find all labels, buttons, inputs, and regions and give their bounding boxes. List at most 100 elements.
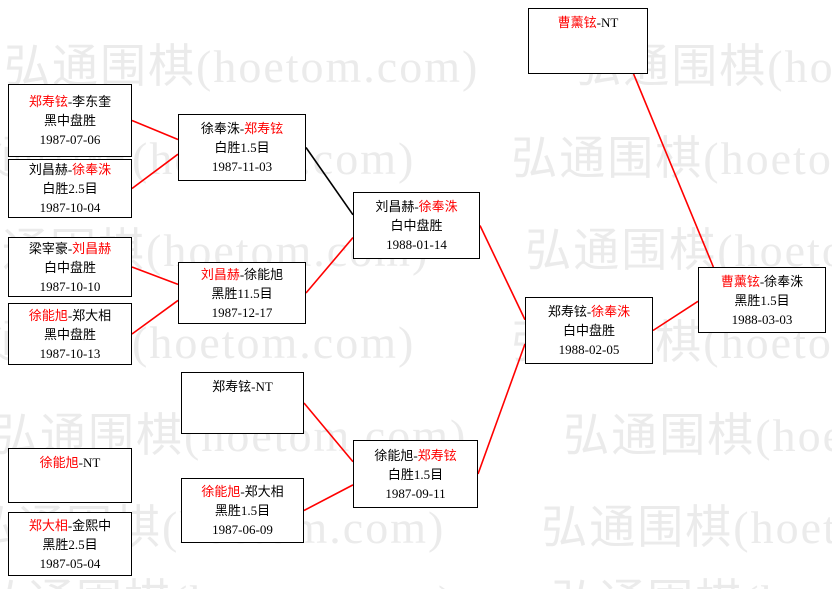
players-separator: - <box>67 307 73 323</box>
player-2-name: 金熙中 <box>72 517 112 533</box>
match-players: 徐能旭-NT <box>40 453 101 472</box>
match-date: 1987-10-13 <box>39 345 101 361</box>
match-date: 1987-06-09 <box>212 522 273 537</box>
player-2-name: 郑大相 <box>72 307 112 323</box>
players-separator: - <box>414 199 419 214</box>
match-box-m14: 曹薰铉-NT <box>528 8 648 74</box>
player-1-name: 梁宰豪 <box>28 240 68 256</box>
match-date: 1988-01-14 <box>386 237 447 252</box>
players-separator: - <box>596 15 601 30</box>
match-box-m11: 刘昌赫-徐奉洙白中盘胜 1988-01-14 <box>353 192 480 259</box>
match-box-m10: 徐能旭-郑大相黑胜1.5目 1987-06-09 <box>181 478 304 543</box>
player-1-name: 徐能旭 <box>374 447 414 463</box>
match-result: 白中盘胜 <box>43 259 96 275</box>
match-players: 刘昌赫-徐奉洙 <box>375 197 457 216</box>
players-separator: - <box>759 273 765 289</box>
players-separator: - <box>413 447 418 463</box>
player-2-name: 郑大相 <box>244 484 284 499</box>
match-players: 曹薰铉-NT <box>558 13 619 32</box>
match-date: 1988-02-05 <box>558 342 620 357</box>
watermark-text: 弘通围棋(hoetom.com) 弘通围棋(hoetom.com) <box>0 502 832 553</box>
match-players: 郑寿铉-李东奎 <box>29 92 111 111</box>
player-1-name: 徐奉洙 <box>200 121 240 136</box>
match-result: 白胜2.5目 <box>42 181 98 196</box>
match-date: 1988-03-03 <box>731 311 793 327</box>
players-separator: - <box>240 484 245 499</box>
player-2-name: NT <box>601 15 619 30</box>
match-date: 1987-11-03 <box>211 159 273 174</box>
match-players: 曹薰铉-徐奉洙 <box>721 272 803 291</box>
match-box-m7: 徐奉洙-郑寿铉白胜1.5目 1987-11-03 <box>178 114 306 181</box>
match-result: 黑中盘胜 <box>43 326 96 342</box>
match-players: 徐能旭-郑寿铉 <box>374 446 456 465</box>
match-players: 刘昌赫-徐能旭 <box>201 265 283 284</box>
match-date: 1987-10-10 <box>39 278 101 294</box>
player-1-name: 徐能旭 <box>28 307 68 323</box>
match-box-m2: 刘昌赫-徐奉洙白胜2.5目 1987-10-04 <box>8 159 132 218</box>
player-1-name: 徐能旭 <box>39 455 79 470</box>
player-2-name: 李东奎 <box>72 94 112 109</box>
match-players: 徐能旭-郑大相 <box>201 482 283 501</box>
player-1-name: 郑大相 <box>28 517 68 533</box>
player-1-name: 刘昌赫 <box>28 162 68 177</box>
player-1-name: 郑寿铉 <box>547 304 587 319</box>
player-1-name: 郑寿铉 <box>212 379 252 394</box>
match-players: 徐能旭-郑大相 <box>29 306 111 325</box>
player-1-name: 郑寿铉 <box>28 94 68 109</box>
match-result: 黑胜1.5目 <box>734 292 790 308</box>
players-separator: - <box>67 162 73 177</box>
player-1-name: 刘昌赫 <box>200 266 240 282</box>
match-result: 黑胜1.5目 <box>214 503 271 518</box>
match-date: 1987-05-04 <box>39 555 101 571</box>
match-result: 白中盘胜 <box>562 323 615 338</box>
players-separator: - <box>67 240 73 256</box>
match-date: 1987-10-04 <box>39 200 101 215</box>
players-separator: - <box>78 455 83 470</box>
match-players: 郑大相-金熙中 <box>29 516 111 535</box>
players-separator: - <box>586 304 592 319</box>
match-box-m13: 郑寿铉-徐奉洙白中盘胜 1988-02-05 <box>525 297 653 364</box>
player-2-name: 郑寿铉 <box>244 121 284 136</box>
player-1-name: 曹薰铉 <box>720 273 760 289</box>
match-result: 白胜1.5目 <box>387 466 444 482</box>
player-1-name: 徐能旭 <box>201 484 241 499</box>
player-2-name: 刘昌赫 <box>72 240 112 256</box>
player-2-name: 徐奉洙 <box>591 304 631 319</box>
player-2-name: NT <box>83 455 101 470</box>
player-2-name: 徐能旭 <box>244 266 284 282</box>
match-date: 1987-09-11 <box>385 485 446 501</box>
match-result: 白中盘胜 <box>390 218 443 233</box>
match-players: 郑寿铉-NT <box>212 377 273 396</box>
player-1-name: 刘昌赫 <box>375 199 415 214</box>
players-separator: - <box>67 517 73 533</box>
players-separator: - <box>67 94 73 109</box>
players-separator: - <box>239 121 245 136</box>
match-result: 黑胜11.5目 <box>211 285 273 301</box>
match-box-m9: 郑寿铉-NT <box>181 372 304 434</box>
match-box-m5: 徐能旭-NT <box>8 448 132 503</box>
match-result: 白胜1.5目 <box>214 140 270 155</box>
player-1-name: 曹薰铉 <box>557 15 597 30</box>
match-players: 刘昌赫-徐奉洙 <box>29 160 111 179</box>
match-date: 1987-12-17 <box>211 304 273 320</box>
player-2-name: 徐奉洙 <box>72 162 112 177</box>
match-date: 1987-07-06 <box>39 132 101 147</box>
player-2-name: 徐奉洙 <box>418 199 458 214</box>
player-2-name: NT <box>255 379 273 394</box>
player-2-name: 郑寿铉 <box>417 447 457 463</box>
match-players: 梁宰豪-刘昌赫 <box>29 239 111 258</box>
players-separator: - <box>239 266 245 282</box>
player-2-name: 徐奉洙 <box>764 273 804 289</box>
match-players: 郑寿铉-徐奉洙 <box>548 302 630 321</box>
players-separator: - <box>251 379 256 394</box>
match-players: 徐奉洙-郑寿铉 <box>201 119 283 138</box>
watermark-text: 弘通围棋(hoetom.com) 弘通围棋(hoetom.com) <box>0 565 832 589</box>
